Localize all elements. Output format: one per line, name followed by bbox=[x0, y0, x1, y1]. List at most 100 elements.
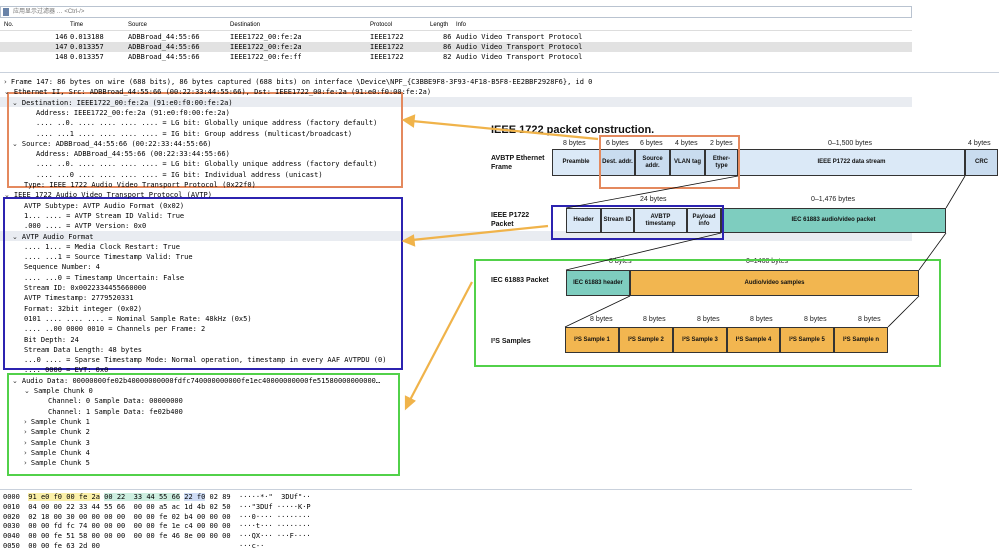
tree-item-label: Sequence Number: 4 bbox=[24, 263, 100, 272]
column-source[interactable]: Source bbox=[128, 22, 148, 28]
tree-item[interactable]: AVTP Subtype: AVTP Audio Format (0x02) bbox=[24, 201, 184, 211]
tree-item[interactable]: .... ...0 = Timestamp Uncertain: False bbox=[24, 273, 184, 283]
hex-bytes: 04 00 00 22 33 44 55 66 00 00 a5 ac 1d 4… bbox=[28, 502, 231, 511]
hex-row[interactable]: 0000 91 e0 f0 00 fe 2a 00 22 33 44 55 66… bbox=[3, 492, 311, 502]
column-time[interactable]: Time bbox=[70, 22, 84, 28]
tree-item[interactable]: .... ..00 0000 0010 = Channels per Frame… bbox=[24, 324, 205, 334]
chevron-right-icon[interactable]: › bbox=[24, 417, 27, 426]
tree-item[interactable]: .... 0000 = EVT: 0x0 bbox=[24, 365, 108, 375]
size-label: 24 bytes bbox=[640, 196, 667, 203]
hex-row[interactable]: 0020 02 18 00 30 00 00 00 00 00 00 fe 02… bbox=[3, 512, 311, 522]
tree-item[interactable]: .... ..0. .... .... .... .... = LG bit: … bbox=[36, 118, 377, 128]
source-addr-field: Source addr. bbox=[635, 149, 670, 176]
tree-item-label: .... ...1 .... .... .... .... = IG bit: … bbox=[36, 129, 353, 138]
tree-item[interactable]: Stream Data Length: 48 bytes bbox=[24, 345, 142, 355]
chevron-down-icon[interactable]: ⌄ bbox=[4, 191, 10, 200]
column-no[interactable]: No. bbox=[4, 22, 14, 28]
chevron-right-icon[interactable]: › bbox=[24, 438, 27, 447]
i2s-sample-4: I²S Sample 4 bbox=[727, 327, 780, 353]
tree-item[interactable]: ›Sample Chunk 1 bbox=[24, 417, 90, 427]
bookmark-icon[interactable] bbox=[3, 8, 9, 16]
avtp-header-box bbox=[3, 197, 403, 370]
tree-item[interactable]: .... ..0. .... .... .... .... = LG bit: … bbox=[36, 159, 377, 169]
tree-item[interactable]: ⌄Audio Data: 00000000fe02b40000000000fdf… bbox=[12, 376, 380, 386]
tree-item-label: Type: IEEE 1722 Audio Video Transport Pr… bbox=[24, 181, 256, 189]
tree-item[interactable]: ⌄Ethernet II, Src: ADBBroad_44:55:66 (00… bbox=[4, 87, 431, 97]
tree-item[interactable]: ⌄Source: ADBBroad_44:55:66 (00:22:33:44:… bbox=[12, 139, 212, 149]
chevron-right-icon[interactable]: › bbox=[4, 78, 7, 86]
tree-item[interactable]: ...0 .... = Sparse Timestamp Mode: Norma… bbox=[24, 355, 386, 365]
tree-item[interactable]: ›Sample Chunk 3 bbox=[24, 438, 90, 448]
column-destination[interactable]: Destination bbox=[230, 22, 261, 28]
tree-item-label: AVTP Subtype: AVTP Audio Format (0x02) bbox=[24, 201, 185, 210]
tree-item[interactable]: ⌄Destination: IEEE1722_00:fe:2a (91:e0:f… bbox=[12, 98, 233, 108]
hex-row[interactable]: 0050 00 00 fe 63 2d 00···c-· bbox=[3, 541, 264, 551]
packet-row[interactable]: 148 0.013357 ADBBroad_44:55:66 IEEE1722_… bbox=[0, 52, 912, 62]
tree-item[interactable]: ›Sample Chunk 4 bbox=[24, 448, 90, 458]
tree-item-label: IEEE 1722 Audio Video Transport Protocol… bbox=[13, 191, 212, 200]
chevron-down-icon[interactable]: ⌄ bbox=[12, 232, 18, 241]
column-length[interactable]: Length bbox=[430, 22, 449, 28]
tree-item[interactable]: Sequence Number: 4 bbox=[24, 262, 100, 272]
packet-row[interactable]: 146 0.013188 ADBBroad_44:55:66 IEEE1722_… bbox=[0, 32, 912, 42]
packet-length: 82 bbox=[443, 53, 452, 61]
hex-row[interactable]: 0030 00 00 fd fc 74 00 00 00 00 00 fe 1e… bbox=[3, 521, 311, 531]
tree-item[interactable]: Bit Depth: 24 bbox=[24, 335, 79, 345]
tree-item[interactable]: .... 1... = Media Clock Restart: True bbox=[24, 242, 180, 252]
hex-row[interactable]: 0040 00 00 fe 51 58 00 00 00 00 00 fe 46… bbox=[3, 531, 311, 541]
p1722-data-stream-field: IEEE P1722 data stream bbox=[738, 149, 965, 176]
tree-item[interactable]: .... ...1 .... .... .... .... = IG bit: … bbox=[36, 129, 352, 139]
tree-item-label: Source: ADBBroad_44:55:66 (00:22:33:44:5… bbox=[21, 139, 212, 148]
chevron-right-icon[interactable]: › bbox=[24, 448, 27, 457]
tree-item-label: .... 0000 = EVT: 0x0 bbox=[24, 366, 109, 375]
tree-item[interactable]: .... ...0 .... .... .... .... = IG bit: … bbox=[36, 170, 323, 180]
size-label: 0–1,476 bytes bbox=[811, 196, 855, 203]
hex-bytes: 00 22 33 44 55 66 bbox=[104, 493, 181, 501]
chevron-down-icon[interactable]: ⌄ bbox=[12, 139, 18, 148]
arrow-head bbox=[401, 114, 416, 128]
size-label: 0–1,500 bytes bbox=[828, 140, 872, 147]
size-label: 6 bytes bbox=[606, 140, 629, 147]
pane-splitter[interactable] bbox=[0, 72, 999, 73]
tree-item[interactable]: Type: IEEE 1722 Audio Video Transport Pr… bbox=[24, 180, 256, 190]
chevron-right-icon[interactable]: › bbox=[24, 428, 27, 437]
tree-item[interactable]: 0101 .... .... .... = Nominal Sample Rat… bbox=[24, 314, 252, 324]
packet-destination: IEEE1722_00:fe:2a bbox=[230, 33, 302, 41]
tree-item[interactable]: ›Sample Chunk 2 bbox=[24, 427, 90, 437]
tree-item[interactable]: Address: ADBBroad_44:55:66 (00:22:33:44:… bbox=[36, 149, 230, 159]
preamble-field: Preamble bbox=[552, 149, 600, 176]
tree-item-label: Stream ID: 0x0022334455660000 bbox=[24, 284, 147, 292]
column-info[interactable]: Info bbox=[456, 22, 467, 28]
tree-item-label: .000 .... = AVTP Version: 0x0 bbox=[24, 222, 147, 231]
display-filter-input[interactable] bbox=[13, 7, 893, 17]
chevron-right-icon[interactable]: › bbox=[24, 459, 27, 468]
tree-item[interactable]: Channel: 1 Sample Data: fe02b400 bbox=[48, 407, 183, 417]
chevron-down-icon[interactable]: ⌄ bbox=[24, 387, 30, 395]
tree-item[interactable]: AVTP Timestamp: 2779520331 bbox=[24, 293, 134, 303]
size-label: 8 bytes bbox=[858, 316, 881, 323]
tree-item[interactable]: Stream ID: 0x0022334455660000 bbox=[24, 283, 146, 293]
chevron-down-icon[interactable]: ⌄ bbox=[12, 98, 18, 107]
tree-item[interactable]: 1... .... = AVTP Stream ID Valid: True bbox=[24, 211, 184, 221]
tree-item[interactable]: ›Sample Chunk 5 bbox=[24, 458, 90, 468]
chevron-down-icon[interactable]: ⌄ bbox=[12, 376, 18, 385]
tree-item-label: .... ..0. .... .... .... .... = LG bit: … bbox=[36, 160, 378, 169]
green-arrow-line bbox=[409, 281, 473, 401]
column-protocol[interactable]: Protocol bbox=[370, 22, 393, 28]
tree-item[interactable]: ⌄Sample Chunk 0 bbox=[24, 386, 93, 396]
tree-item-label: Sample Chunk 5 bbox=[30, 459, 90, 468]
tree-item[interactable]: Address: IEEE1722_00:fe:2a (91:e0:f0:00:… bbox=[36, 108, 230, 118]
tree-item[interactable]: .000 .... = AVTP Version: 0x0 bbox=[24, 221, 146, 231]
tree-item[interactable]: Format: 32bit integer (0x02) bbox=[24, 304, 142, 314]
packet-row-selected[interactable]: 147 0.013357 ADBBroad_44:55:66 IEEE1722_… bbox=[0, 42, 912, 52]
tree-item[interactable]: ⌄AVTP Audio Format bbox=[12, 232, 94, 242]
tree-item[interactable]: .... ...1 = Source Timestamp Valid: True bbox=[24, 252, 193, 262]
hex-row[interactable]: 0010 04 00 00 22 33 44 55 66 00 00 a5 ac… bbox=[3, 502, 311, 512]
zoom-line bbox=[887, 295, 920, 328]
tree-item[interactable]: Channel: 0 Sample Data: 00000000 bbox=[48, 396, 183, 406]
hex-offset: 0040 bbox=[3, 532, 20, 541]
size-label: 8 bytes bbox=[563, 140, 586, 147]
tree-item[interactable]: ›Frame 147: 86 bytes on wire (688 bits),… bbox=[4, 77, 592, 87]
chevron-down-icon[interactable]: ⌄ bbox=[4, 88, 10, 97]
tree-item[interactable]: ⌄IEEE 1722 Audio Video Transport Protoco… bbox=[4, 190, 212, 200]
